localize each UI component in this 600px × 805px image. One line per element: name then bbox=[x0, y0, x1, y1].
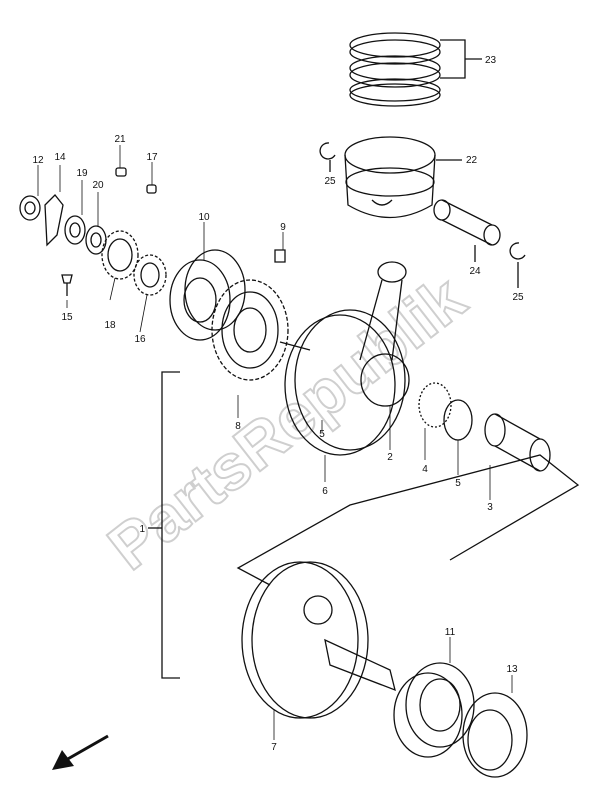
oil-seal bbox=[19, 195, 41, 221]
label-11: 11 bbox=[445, 627, 456, 638]
label-16: 16 bbox=[134, 334, 146, 345]
label-4: 4 bbox=[422, 464, 428, 475]
label-24: 24 bbox=[469, 266, 481, 277]
key-17 bbox=[146, 184, 157, 194]
needle-bearing bbox=[418, 382, 452, 428]
label-22: 22 bbox=[466, 155, 478, 166]
crank-pin bbox=[484, 413, 551, 472]
primary-drive-gear bbox=[101, 230, 139, 280]
piston-pin bbox=[433, 199, 501, 262]
label-20: 20 bbox=[92, 180, 104, 191]
label-14: 14 bbox=[54, 152, 66, 163]
bolt bbox=[61, 274, 73, 284]
label-25-b: 25 bbox=[512, 292, 524, 303]
label-13: 13 bbox=[506, 664, 518, 675]
bearing-10 bbox=[169, 249, 246, 341]
parts-drawing bbox=[19, 32, 580, 778]
pin-9 bbox=[274, 249, 286, 263]
watermark-text: PartsRepublik bbox=[95, 262, 479, 584]
key-21 bbox=[115, 167, 127, 177]
circlip-left bbox=[319, 142, 336, 160]
label-6: 6 bbox=[322, 486, 328, 497]
front-direction-arrow-icon bbox=[52, 734, 109, 770]
label-2: 2 bbox=[387, 452, 393, 463]
label-23: 23 bbox=[485, 55, 497, 66]
label-12: 12 bbox=[32, 155, 44, 166]
label-10: 10 bbox=[198, 212, 210, 223]
piston bbox=[344, 136, 462, 219]
oil-seal-13 bbox=[462, 692, 528, 778]
label-1: 1 bbox=[139, 524, 145, 535]
label-9: 9 bbox=[280, 222, 286, 233]
leader-lines bbox=[37, 145, 513, 740]
crank-web-lower bbox=[241, 561, 396, 719]
label-15: 15 bbox=[61, 312, 73, 323]
crank-gear bbox=[211, 279, 289, 381]
crank-web bbox=[279, 309, 406, 456]
label-18: 18 bbox=[104, 320, 116, 331]
label-21: 21 bbox=[114, 134, 126, 145]
label-17: 17 bbox=[146, 152, 158, 163]
piston-rings bbox=[349, 32, 482, 107]
thrust-washer bbox=[443, 399, 473, 441]
label-8: 8 bbox=[235, 421, 241, 432]
label-5-a: 5 bbox=[319, 429, 325, 440]
connecting-rod bbox=[359, 261, 410, 407]
label-7: 7 bbox=[271, 742, 277, 753]
label-5-b: 5 bbox=[455, 478, 461, 489]
part-number-labels: 1 2 3 4 5 5 6 7 8 9 10 11 12 13 14 15 16… bbox=[32, 55, 524, 753]
retainer-plate bbox=[44, 194, 64, 247]
label-25-a: 25 bbox=[324, 176, 336, 187]
drive-gear-small bbox=[133, 254, 167, 296]
bearing-11 bbox=[393, 662, 475, 758]
label-3: 3 bbox=[487, 502, 493, 513]
bearing-small bbox=[64, 215, 86, 245]
label-19: 19 bbox=[76, 168, 88, 179]
circlip-right bbox=[509, 242, 526, 260]
